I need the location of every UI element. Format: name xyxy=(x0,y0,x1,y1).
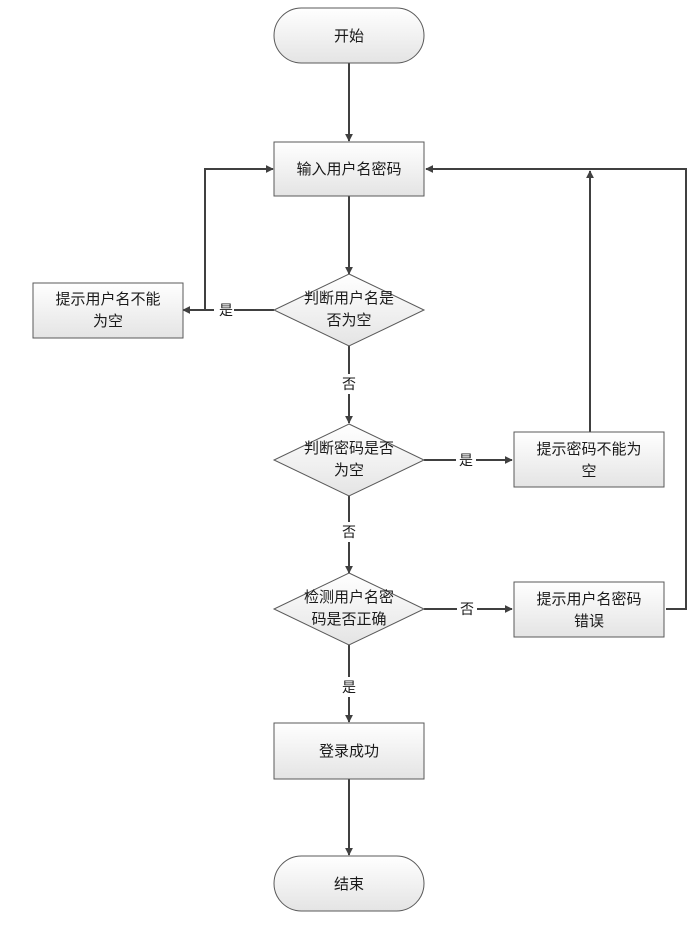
check-password-label-line2: 为空 xyxy=(334,461,364,479)
prompt-credentials-error-node: 提示用户名密码 错误 xyxy=(513,581,665,638)
check-username-empty-node: 判断用户名是 否为空 xyxy=(272,273,426,347)
start-label: 开始 xyxy=(334,27,364,45)
prompt-password-empty-node: 提示密码不能为 空 xyxy=(513,431,665,488)
check-password-empty-node: 判断密码是否 为空 xyxy=(272,423,426,497)
edge-label-password-empty-no: 否 xyxy=(342,525,356,541)
check-password-label-line1: 判断密码是否 xyxy=(304,439,394,457)
edge-label-verify-no: 否 xyxy=(460,602,474,618)
prompt-password-label-line1: 提示密码不能为 xyxy=(536,440,641,458)
prompt-username-label-line1: 提示用户名不能 xyxy=(55,290,160,308)
prompt-error-label-line2: 错误 xyxy=(574,612,604,630)
check-username-label-line1: 判断用户名是 xyxy=(304,289,394,307)
edge-prompt-err-return xyxy=(425,165,687,610)
check-username-label-line2: 否为空 xyxy=(326,311,371,329)
edge-label-username-empty-yes: 是 xyxy=(219,303,233,319)
edge-prompt-user-return xyxy=(204,165,274,310)
verify-credentials-label-line2: 码是否正确 xyxy=(311,610,386,628)
end-node: 结束 xyxy=(273,855,425,912)
prompt-username-empty-node: 提示用户名不能 为空 xyxy=(32,282,184,339)
verify-credentials-label-line1: 检测用户名密 xyxy=(304,588,394,606)
edge-label-verify-yes: 是 xyxy=(342,680,356,696)
end-label: 结束 xyxy=(334,875,364,893)
verify-credentials-node: 检测用户名密 码是否正确 xyxy=(272,572,426,646)
input-credentials-label: 输入用户名密码 xyxy=(296,160,401,178)
prompt-username-label-line2: 为空 xyxy=(93,312,123,330)
prompt-password-label-line2: 空 xyxy=(581,462,596,480)
login-success-label: 登录成功 xyxy=(319,742,379,760)
input-credentials-node: 输入用户名密码 xyxy=(273,141,425,197)
edge-label-username-empty-no: 否 xyxy=(342,377,356,393)
prompt-error-label-line1: 提示用户名密码 xyxy=(536,590,641,608)
login-success-node: 登录成功 xyxy=(273,722,425,780)
start-node: 开始 xyxy=(273,7,425,64)
edge-label-password-empty-yes: 是 xyxy=(459,453,473,469)
